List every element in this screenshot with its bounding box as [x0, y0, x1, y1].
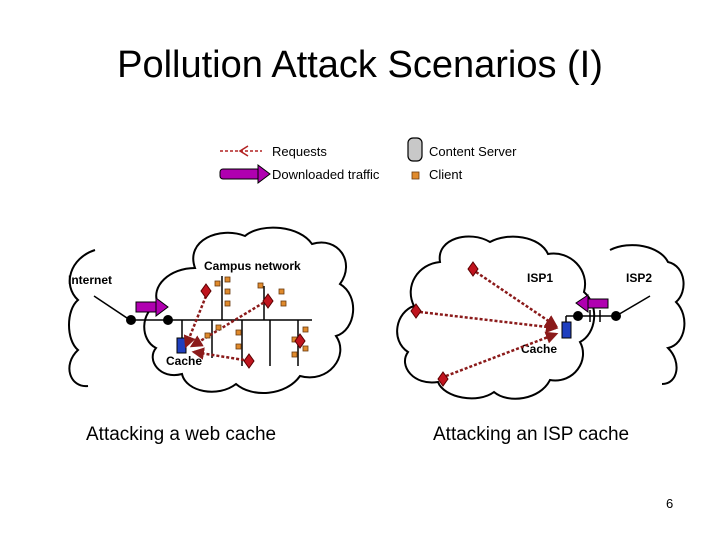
- client-legend-icon: [411, 171, 420, 180]
- legend: Requests Downloaded traffic Content Serv…: [219, 137, 517, 184]
- right-attacker-1: [467, 261, 479, 277]
- legend-download-label: Downloaded traffic: [272, 167, 380, 182]
- isp1-label: ISP1: [527, 271, 553, 285]
- internet-cloud: [68, 249, 96, 388]
- isp1-router: [573, 311, 583, 321]
- page-number: 6: [666, 496, 674, 511]
- slide-title: Pollution Attack Scenarios (I): [117, 44, 603, 86]
- right-request-arrow-2: [419, 310, 559, 334]
- legend-client-label: Client: [429, 167, 463, 182]
- left-diagram: Internet Campus network Cache: [68, 226, 355, 395]
- left-request-arrow-3: [191, 347, 245, 362]
- download-legend-icon: [219, 164, 271, 184]
- right-diagram: ISP1 ISP2 Cache: [396, 235, 686, 400]
- legend-server-label: Content Server: [429, 144, 517, 159]
- right-caption: Attacking an ISP cache: [433, 424, 630, 445]
- isp2-router: [611, 311, 621, 321]
- left-cache: [176, 337, 187, 354]
- internet-label: Internet: [68, 273, 112, 287]
- isp2-label: ISP2: [626, 271, 652, 285]
- campus-router: [163, 315, 173, 325]
- left-attacker-4: [294, 333, 306, 349]
- right-attacker-2: [410, 303, 422, 319]
- left-attacker-2: [262, 293, 274, 309]
- isp2-cloud: [609, 244, 686, 385]
- right-download-arrow: [575, 294, 609, 313]
- campus-network-label: Campus network: [204, 259, 301, 273]
- right-attacker-3: [437, 371, 449, 387]
- legend-requests-label: Requests: [272, 144, 327, 159]
- internet-router: [126, 315, 136, 325]
- left-request-arrow-1: [183, 295, 208, 349]
- left-cache-label: Cache: [166, 354, 202, 368]
- left-download-arrow: [135, 297, 169, 317]
- left-attacker-3: [243, 353, 255, 369]
- left-clients: [204, 276, 309, 358]
- isp1-cloud: [396, 235, 596, 400]
- right-request-arrow-1: [475, 270, 559, 328]
- right-cache: [561, 321, 572, 339]
- left-caption: Attacking a web cache: [86, 424, 277, 445]
- left-attacker-1: [200, 283, 212, 299]
- right-cache-label: Cache: [521, 342, 557, 356]
- server-legend-icon: [407, 137, 423, 162]
